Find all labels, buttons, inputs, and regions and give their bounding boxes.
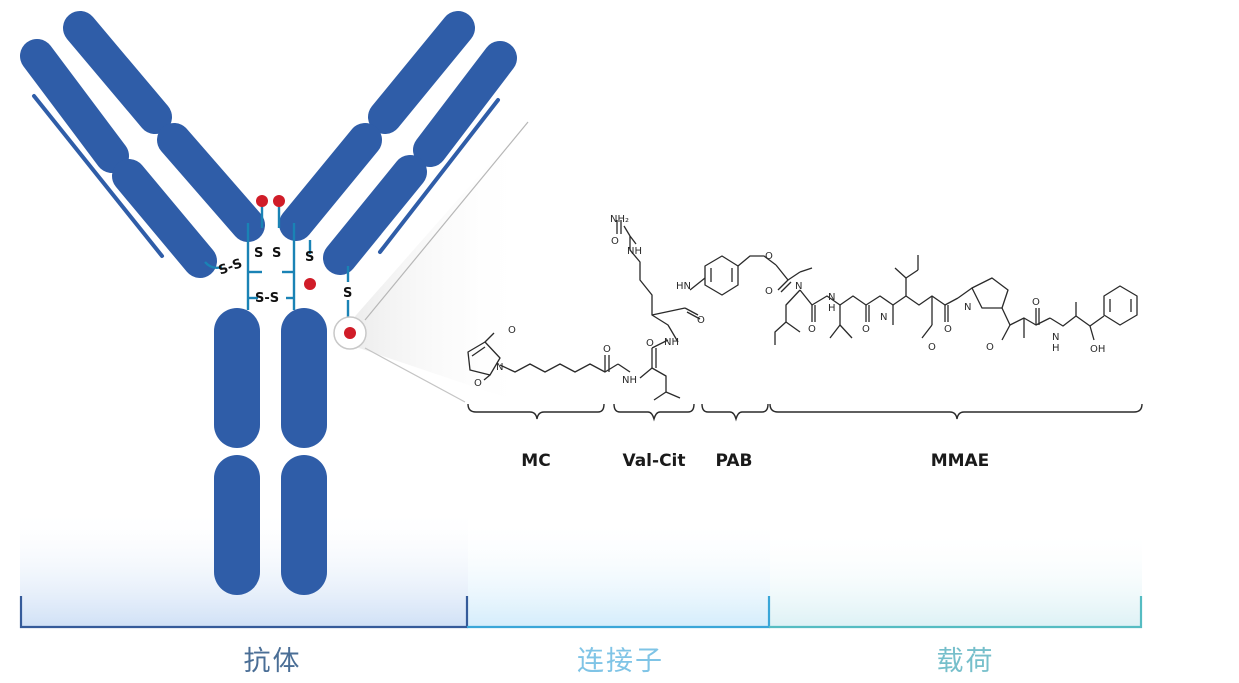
atom-label-o: O bbox=[808, 324, 816, 335]
brace-pab bbox=[701, 403, 769, 422]
chemical-structure bbox=[467, 220, 1138, 401]
atom-label-o: O bbox=[611, 236, 619, 247]
right-light-chain-inner bbox=[323, 155, 427, 275]
payload-bracket bbox=[769, 596, 1143, 629]
mmae-backbone bbox=[774, 289, 801, 345]
category-label-payload: 载荷 bbox=[936, 646, 995, 677]
atom-label-n: N bbox=[880, 312, 887, 323]
disulfide-left-bridge: S-S bbox=[217, 256, 245, 278]
brace-mmae bbox=[769, 403, 1143, 420]
atom-label-n: N bbox=[1052, 332, 1059, 343]
maleimide-ring bbox=[467, 341, 501, 376]
payload-dot bbox=[256, 195, 268, 207]
conjugation-site-thiol: S bbox=[343, 286, 352, 301]
atom-label-oh: OH bbox=[1090, 344, 1105, 355]
valine bbox=[639, 367, 667, 401]
atom-label-h: H bbox=[1052, 343, 1060, 354]
fc-left-upper bbox=[214, 308, 260, 448]
segment-label-pab: PAB bbox=[715, 451, 753, 471]
disulfide-hinge-bridge: S-S bbox=[255, 291, 279, 306]
payload-region-background bbox=[770, 530, 1142, 628]
left-heavy-chain-outer bbox=[63, 11, 172, 134]
linker-region-background bbox=[468, 520, 770, 628]
right-heavy-chain-inner bbox=[279, 123, 382, 241]
disulfide-hinge-left: S bbox=[254, 246, 263, 261]
atom-label-nh: NH bbox=[627, 246, 642, 257]
atom-label-o: O bbox=[986, 342, 994, 353]
atom-label-nh2: NH₂ bbox=[610, 214, 629, 225]
right-heavy-chain-outer bbox=[368, 11, 475, 134]
brace-mc bbox=[467, 403, 605, 420]
atom-label-o: O bbox=[765, 286, 773, 297]
zoom-cone-edge bbox=[364, 121, 529, 321]
atom-label-n: N bbox=[964, 302, 971, 313]
atom-label-n: N bbox=[828, 292, 835, 303]
atom-label-o: O bbox=[646, 338, 654, 349]
right-light-chain-outer bbox=[413, 41, 517, 167]
atom-label-nh: NH bbox=[664, 337, 679, 348]
atom-label-o: O bbox=[928, 342, 936, 353]
atom-label-o: O bbox=[765, 251, 773, 262]
category-label-antibody: 抗体 bbox=[243, 646, 302, 677]
payload-dot bbox=[304, 278, 316, 290]
atom-label-nh: NH bbox=[622, 375, 637, 386]
atom-label-hn: HN bbox=[676, 281, 691, 292]
left-light-chain-outer bbox=[20, 39, 129, 173]
category-label-linker: 连接子 bbox=[577, 646, 664, 677]
payload-dot bbox=[273, 195, 285, 207]
fc-left-lower bbox=[214, 455, 260, 595]
free-thiol-right: S bbox=[305, 250, 314, 265]
antibody-bracket bbox=[19, 596, 469, 629]
atom-label-o: O bbox=[508, 325, 516, 336]
zoom-cone-edge bbox=[364, 347, 466, 403]
payload-dot-zoomed bbox=[344, 327, 356, 339]
atom-label-o: O bbox=[944, 324, 952, 335]
citrulline bbox=[629, 236, 679, 343]
fc-right-lower bbox=[281, 455, 327, 595]
pyrrolidine-ring bbox=[971, 277, 1009, 309]
atom-label-o: O bbox=[697, 315, 705, 326]
left-light-chain-inner bbox=[112, 159, 217, 278]
atom-label-o: O bbox=[603, 344, 611, 355]
fc-right-upper bbox=[281, 308, 327, 448]
hexanoyl-chain bbox=[499, 363, 619, 373]
right-light-chain-thin bbox=[378, 98, 500, 254]
atom-label-n: N bbox=[496, 362, 503, 373]
hinge-connectors bbox=[204, 205, 350, 318]
segment-label-mc: MC bbox=[521, 451, 551, 471]
segment-label-mmae: MMAE bbox=[930, 451, 990, 471]
zoom-cone bbox=[350, 120, 528, 405]
atom-label-o: O bbox=[1032, 297, 1040, 308]
left-heavy-chain-inner bbox=[157, 123, 265, 242]
left-light-chain-thin bbox=[32, 94, 164, 258]
brace-val-cit bbox=[613, 403, 695, 422]
disulfide-hinge-right: S bbox=[272, 246, 281, 261]
atom-label-o: O bbox=[474, 378, 482, 389]
atom-label-n: N bbox=[795, 281, 802, 292]
segment-braces bbox=[467, 403, 1143, 422]
phenyl-ring bbox=[1103, 285, 1138, 326]
antibody bbox=[20, 11, 517, 278]
atom-label-h: H bbox=[828, 303, 836, 314]
pab-benzene bbox=[704, 255, 739, 296]
segment-label-val-cit: Val-Cit bbox=[622, 451, 686, 471]
atom-label-o: O bbox=[862, 324, 870, 335]
